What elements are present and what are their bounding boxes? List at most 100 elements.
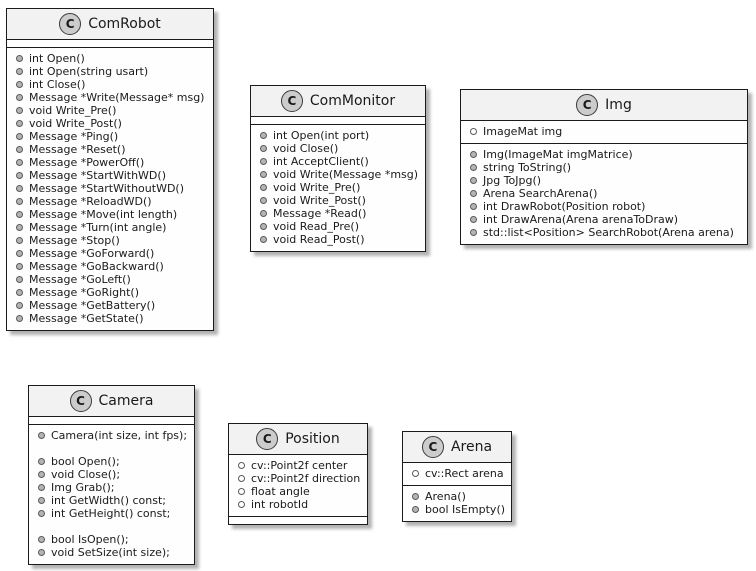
method-visibility-icon [16, 68, 23, 75]
method-visibility-icon [16, 224, 23, 231]
method-visibility-icon [470, 216, 477, 223]
member-text: Message *Ping() [29, 130, 119, 143]
methods-compartment: Img(ImageMat imgMatrice)string ToString(… [461, 144, 747, 244]
method-visibility-icon [260, 184, 267, 191]
method-row: Message *Ping() [16, 130, 207, 143]
method-visibility-icon [470, 229, 477, 236]
member-text: Message *StartWithoutWD() [29, 182, 184, 195]
method-visibility-icon [16, 94, 23, 101]
methods-compartment [229, 517, 367, 524]
member-text: Message *StartWithWD() [29, 169, 166, 182]
method-visibility-icon [470, 177, 477, 184]
method-visibility-icon [16, 211, 23, 218]
method-visibility-icon [16, 198, 23, 205]
member-text: int Open() [29, 52, 85, 65]
method-row: Message *PowerOff() [16, 156, 207, 169]
method-row: Message *Read() [260, 207, 419, 220]
member-text: ImageMat img [483, 125, 563, 138]
method-visibility-icon [16, 133, 23, 140]
field-row: ImageMat img [470, 125, 741, 138]
method-visibility-icon [16, 146, 23, 153]
method-visibility-icon [470, 151, 477, 158]
class-stereotype-icon: C [280, 90, 303, 112]
class-header: C Arena [403, 432, 511, 463]
method-row: int Open() [16, 52, 207, 65]
method-row: int DrawArena(Arena arenaToDraw) [470, 213, 741, 226]
field-row: int robotId [238, 498, 361, 511]
field-row: float angle [238, 485, 361, 498]
method-row: int Open(string usart) [16, 65, 207, 78]
class-stereotype-icon: C [421, 436, 444, 458]
method-row: string ToString() [470, 161, 741, 174]
member-text: Img Grab(); [51, 481, 115, 494]
method-visibility-icon [16, 263, 23, 270]
method-row: Message *Turn(int angle) [16, 221, 207, 234]
member-text: int robotId [251, 498, 309, 511]
member-text: void Close() [273, 142, 339, 155]
member-text: Jpg ToJpg() [483, 174, 542, 187]
member-text: Arena() [425, 490, 466, 503]
method-visibility-icon [260, 145, 267, 152]
class-stereotype-icon: C [69, 390, 92, 412]
method-visibility-icon [16, 289, 23, 296]
method-visibility-icon [470, 190, 477, 197]
method-row: Message *StartWithoutWD() [16, 182, 207, 195]
method-visibility-icon [38, 471, 45, 478]
member-text: Message *ReloadWD() [29, 195, 152, 208]
method-visibility-icon [470, 164, 477, 171]
member-text: bool IsEmpty() [425, 503, 506, 516]
member-text: int GetHeight() const; [51, 507, 171, 520]
method-visibility-icon [260, 210, 267, 217]
method-row: bool IsOpen(); [38, 533, 188, 546]
member-text: cv::Point2f direction [251, 472, 361, 485]
method-row: int AcceptClient() [260, 155, 419, 168]
method-row: void SetSize(int size); [38, 546, 188, 559]
method-row: bool IsEmpty() [412, 503, 505, 516]
fields-compartment [7, 40, 213, 48]
method-row: Message *GoForward() [16, 247, 207, 260]
method-visibility-icon [260, 132, 267, 139]
method-visibility-icon [16, 81, 23, 88]
field-visibility-icon [238, 501, 245, 508]
methods-compartment: int Open(int port)void Close()int Accept… [251, 125, 425, 251]
method-visibility-icon [16, 120, 23, 127]
member-text: Arena SearchArena() [483, 187, 598, 200]
member-text: Camera(int size, int fps); [51, 429, 188, 442]
member-text: bool Open(); [51, 455, 120, 468]
method-row: void Close(); [38, 468, 188, 481]
member-text: void Close(); [51, 468, 121, 481]
member-text: float angle [251, 485, 310, 498]
method-row: Img Grab(); [38, 481, 188, 494]
member-text: int AcceptClient() [273, 155, 369, 168]
method-row: Arena() [412, 490, 505, 503]
member-text: int Open(string usart) [29, 65, 149, 78]
method-row: Camera(int size, int fps); [38, 429, 188, 442]
member-text: Message *GoForward() [29, 247, 155, 260]
member-text: Message *GetState() [29, 312, 144, 325]
fields-compartment [29, 417, 194, 425]
member-text: Message *GoBackward() [29, 260, 164, 273]
method-row: Message *Move(int length) [16, 208, 207, 221]
method-row: Message *Stop() [16, 234, 207, 247]
member-text: int DrawRobot(Position robot) [483, 200, 646, 213]
method-row: void Write_Post() [260, 194, 419, 207]
method-visibility-icon [16, 107, 23, 114]
method-visibility-icon [38, 549, 45, 556]
member-text: void Write_Pre() [273, 181, 361, 194]
field-visibility-icon [238, 488, 245, 495]
class-name: Arena [450, 439, 493, 455]
fields-compartment: cv::Rect arena [403, 463, 511, 486]
member-text: string ToString() [483, 161, 572, 174]
field-visibility-icon [238, 462, 245, 469]
method-visibility-icon [412, 506, 419, 513]
method-row: void Read_Post() [260, 233, 419, 246]
member-text: int DrawArena(Arena arenaToDraw) [483, 213, 679, 226]
member-text: int Open(int port) [273, 129, 370, 142]
